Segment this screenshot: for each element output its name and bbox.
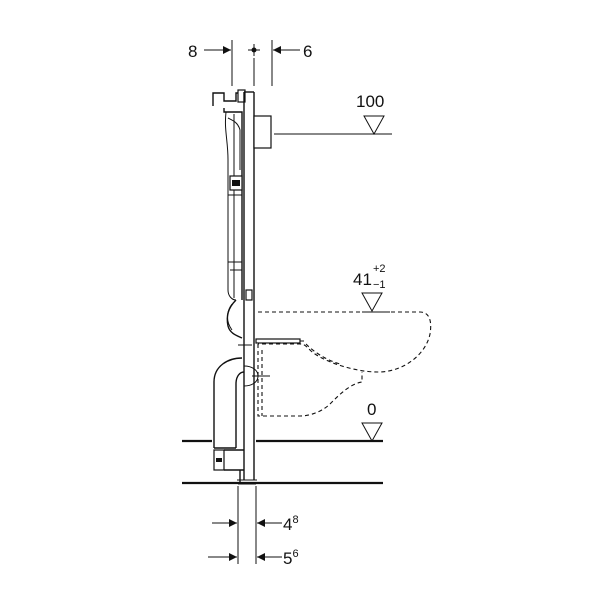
floor-lines xyxy=(182,439,383,485)
dim-label-5-6: 56 xyxy=(283,548,299,568)
level-label-100: 100 xyxy=(356,92,384,111)
dim-label-4-8: 48 xyxy=(283,514,299,534)
bottom-dimension-upper: 48 xyxy=(212,486,299,564)
level-tolerance-plus: +2 xyxy=(373,263,386,275)
level-tolerance-minus: −1 xyxy=(373,279,386,291)
bottom-dimension-lower: 56 xyxy=(208,548,299,568)
level-label-0: 0 xyxy=(367,400,376,419)
support-bar xyxy=(255,338,301,344)
dim-label-6: 6 xyxy=(303,42,312,61)
level-label-41: 41 xyxy=(353,270,372,289)
dim-label-8: 8 xyxy=(188,42,197,61)
level-marker-41: 41 +2 −1 xyxy=(353,263,390,313)
flush-plate xyxy=(253,115,272,149)
installation-frame xyxy=(212,89,304,485)
level-marker-0: 0 xyxy=(361,400,383,443)
level-marker-100: 100 xyxy=(274,92,392,136)
wall-hung-wc xyxy=(257,311,432,417)
top-dimension: 8 6 xyxy=(188,40,312,86)
